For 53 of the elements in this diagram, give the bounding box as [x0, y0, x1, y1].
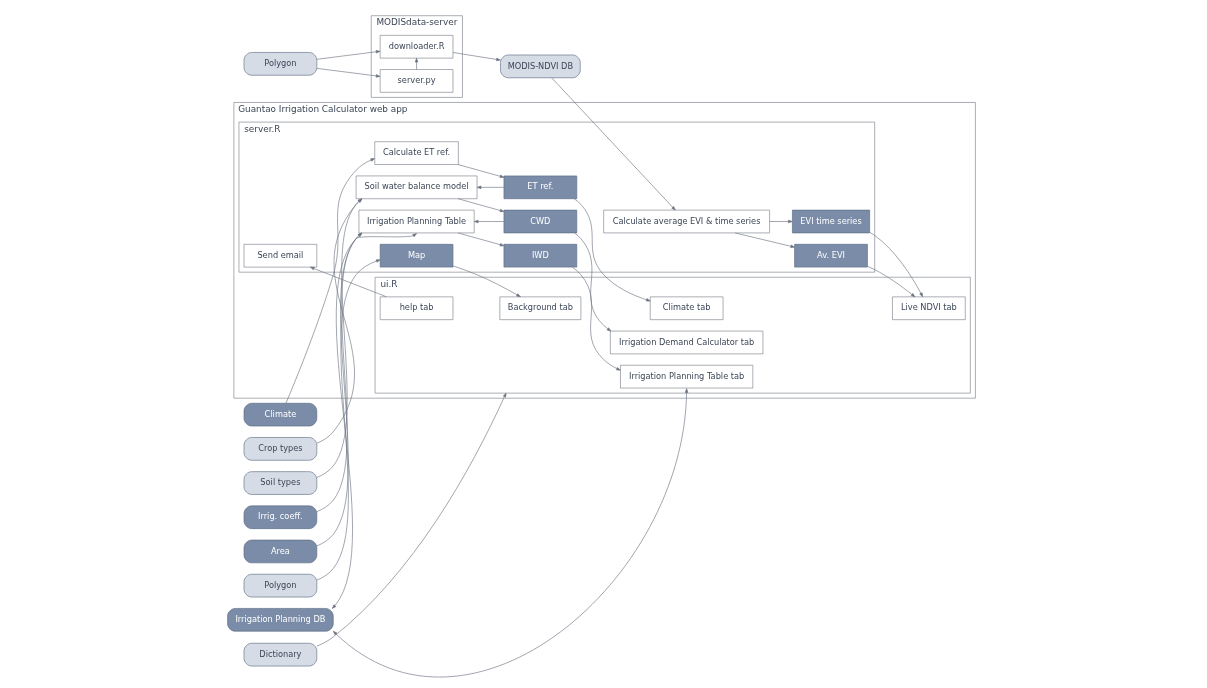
- node-box: Irrig. coeff.: [243, 505, 317, 529]
- node-box: Crop types: [243, 437, 317, 461]
- arrow: [734, 232, 795, 248]
- arrow: [868, 231, 923, 297]
- arrow: [476, 185, 504, 189]
- arrow: [316, 50, 380, 60]
- arrow: [331, 233, 417, 609]
- node-box: ET ref.: [503, 175, 577, 200]
- node-box: Send email: [243, 244, 317, 268]
- node-box: Soil water balance model: [355, 175, 477, 200]
- node-box: Polygon: [243, 52, 317, 76]
- node-box: Live NDVI tab: [891, 296, 966, 320]
- arrow: [414, 57, 418, 70]
- arrow: [452, 52, 501, 62]
- arrow: [332, 388, 688, 678]
- arrow: [473, 219, 504, 224]
- node-box: server.py: [379, 69, 453, 93]
- node-box: Area: [243, 539, 317, 564]
- arrow: [309, 266, 387, 298]
- arrow: [550, 77, 676, 211]
- node-box: Av. EVI: [793, 244, 868, 268]
- arrow: [573, 232, 611, 332]
- arrow: [285, 158, 375, 404]
- arrow: [316, 392, 506, 647]
- arrow: [316, 259, 380, 581]
- node-box: Calculate ET ref.: [373, 141, 459, 165]
- node-box: Climate tab: [649, 296, 723, 320]
- node-box: Calculate average EVI & time series: [602, 209, 770, 234]
- arrow: [457, 164, 504, 178]
- node-box: Soil types: [243, 471, 317, 495]
- node-box: Irrigation Demand Calculator tab: [609, 330, 763, 355]
- arrow: [452, 265, 521, 298]
- node-box: Background tab: [499, 296, 581, 320]
- node-box: Irrigation Planning Table: [358, 209, 474, 234]
- arrow: [768, 219, 793, 224]
- node-box: MODIS-NDVI DB: [499, 54, 581, 79]
- node-box: Climate: [243, 402, 317, 427]
- node-box: help tab: [379, 296, 453, 320]
- arrow: [316, 68, 380, 78]
- arrow: [866, 266, 915, 298]
- node-box: Polygon: [243, 573, 317, 598]
- node-box: downloader.R: [379, 35, 453, 59]
- arrow: [573, 198, 651, 302]
- arrow: [571, 266, 621, 371]
- node-box: Dictionary: [243, 642, 317, 667]
- node-box: IWD: [503, 244, 577, 268]
- arrow: [457, 232, 504, 247]
- node-box: Irrigation Planning Table tab: [619, 364, 753, 389]
- node-box: Map: [379, 244, 453, 268]
- arrow: [457, 198, 504, 213]
- node-box: Irrigation Planning DB: [226, 608, 334, 632]
- node-box: EVI time series: [791, 209, 870, 234]
- node-box: CWD: [503, 209, 577, 234]
